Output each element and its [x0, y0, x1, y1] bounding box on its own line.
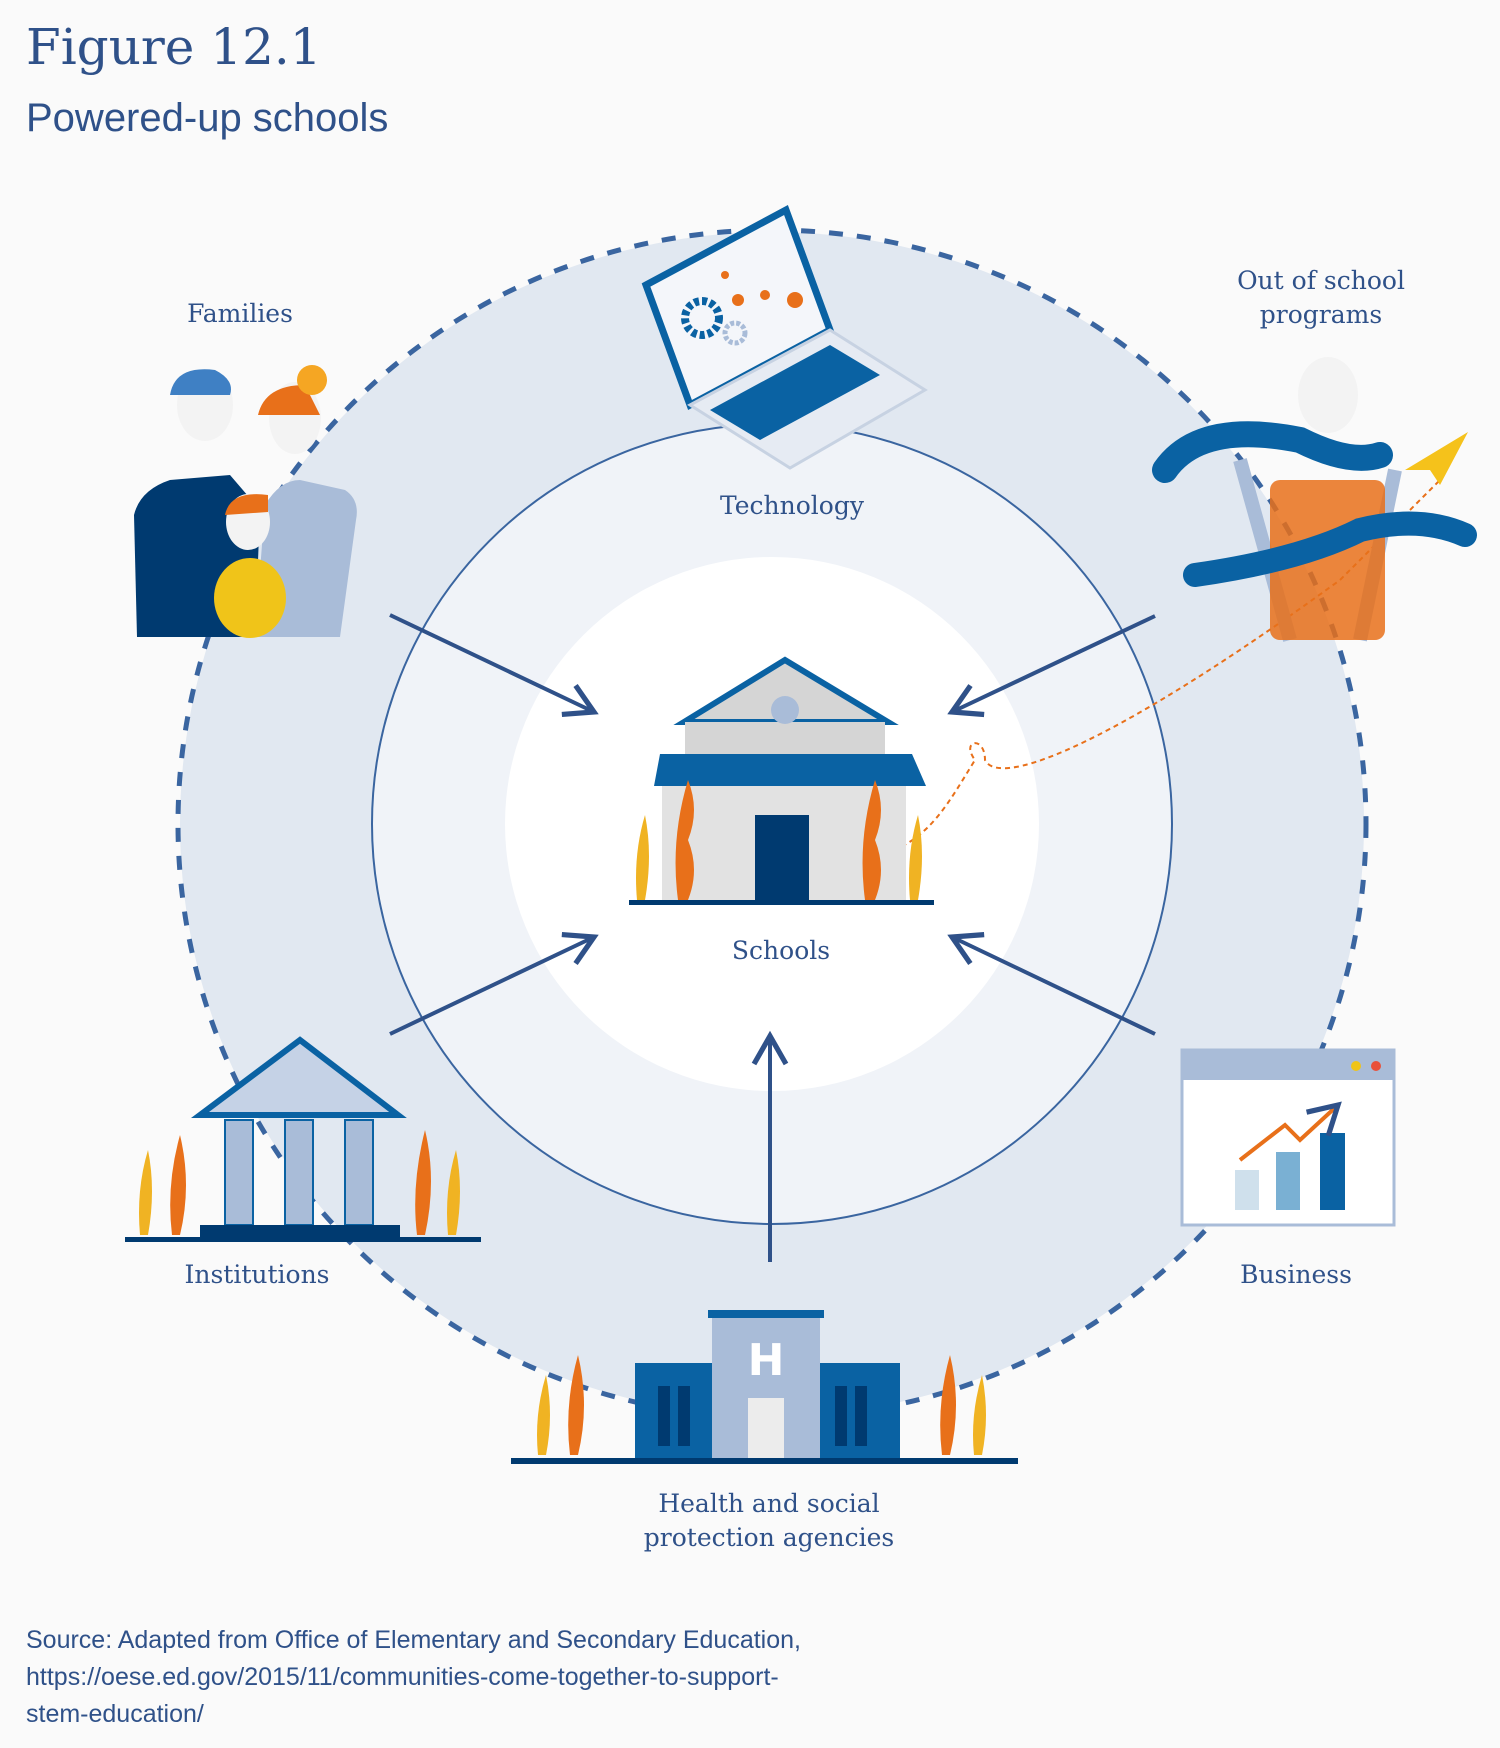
arrow-business-to-schools	[947, 932, 1156, 1036]
source-line-2[interactable]: https://oese.ed.gov/2015/11/communities-…	[26, 1663, 779, 1691]
business-chart-icon	[1180, 1048, 1396, 1227]
label-schools: Schools	[731, 936, 831, 965]
laptop-icon	[641, 205, 928, 470]
out-of-school-icon	[1152, 357, 1477, 642]
paper-plane-icon	[1405, 432, 1468, 485]
hospital-icon: H	[511, 1310, 1018, 1464]
source-line-1: Source: Adapted from Office of Elementar…	[26, 1626, 801, 1654]
label-health-line1: Health and social	[658, 1489, 880, 1518]
label-institutions: Institutions	[184, 1260, 330, 1289]
gear-small-icon	[722, 320, 748, 346]
families-icon	[134, 365, 357, 638]
label-out-of-school: Out of school programs	[1237, 264, 1405, 332]
label-technology: Technology	[720, 491, 864, 520]
label-business: Business	[1240, 1260, 1352, 1289]
label-out-of-school-line2: programs	[1259, 300, 1383, 329]
figure-title: Figure 12.1	[26, 18, 322, 76]
institutions-icon	[125, 1036, 481, 1242]
label-health: Health and social protection agencies	[644, 1487, 894, 1555]
label-families: Families	[187, 299, 293, 328]
school-icon	[629, 656, 934, 905]
source-line-3[interactable]: stem-education/	[26, 1700, 204, 1728]
arrow-families-to-schools	[389, 613, 599, 718]
label-out-of-school-line1: Out of school	[1237, 266, 1405, 295]
label-health-line2: protection agencies	[643, 1523, 895, 1552]
source-note: Source: Adapted from Office of Elementar…	[26, 1622, 801, 1733]
figure-subtitle: Powered-up schools	[26, 96, 389, 140]
arrow-institutions-to-schools	[389, 931, 599, 1036]
gear-icon	[681, 297, 723, 339]
arrow-out-of-school-to-schools	[947, 614, 1156, 718]
svg-text:H: H	[748, 1335, 785, 1386]
paper-plane-trail	[884, 479, 1441, 854]
